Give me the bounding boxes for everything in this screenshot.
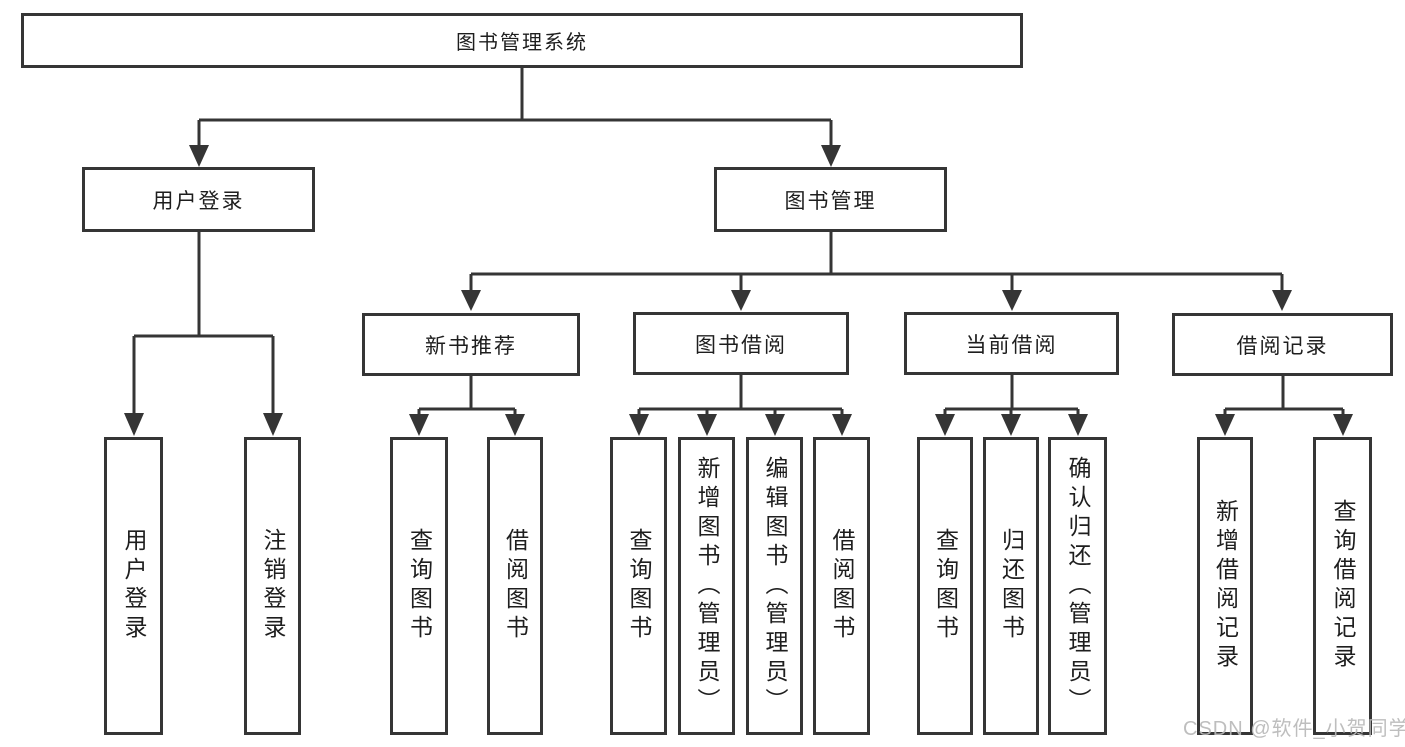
connector-new-book-recommend-to-leaves — [409, 376, 525, 436]
connector-current-borrowing-to-leaves — [935, 375, 1088, 436]
node-label: 新增借阅记录 — [1212, 499, 1239, 673]
leaf-edit-book-admin: 编辑图书（管理员） — [746, 437, 803, 735]
node-label: 用户登录 — [152, 189, 245, 213]
leaf-query-borrow-record: 查询借阅记录 — [1313, 437, 1372, 735]
node-label: 确认归还（管理员） — [1065, 455, 1091, 717]
node-label: 编辑图书（管理员） — [762, 455, 788, 717]
node-label: 借阅图书 — [502, 528, 529, 644]
node-book-management: 图书管理 — [714, 167, 947, 232]
leaf-query-books-borrowing: 查询图书 — [610, 437, 667, 735]
connector-root-to-branches — [189, 68, 841, 167]
leaf-borrow-books-recommend: 借阅图书 — [487, 437, 543, 735]
connector-user-login-to-leaves — [124, 232, 283, 436]
leaf-borrow-books: 借阅图书 — [813, 437, 870, 735]
node-label: 图书管理系统 — [456, 32, 588, 54]
node-label: 注销登录 — [260, 528, 286, 644]
node-label: 用户登录 — [121, 528, 147, 644]
node-label: 新增图书（管理员） — [694, 455, 720, 717]
node-label: 查询借阅记录 — [1330, 499, 1356, 673]
csdn-watermark: CSDN @软件_小贺同学 — [1183, 718, 1405, 740]
node-label: 当前借阅 — [965, 333, 1058, 357]
node-label: 图书借阅 — [695, 333, 787, 357]
leaf-confirm-return-admin: 确认归还（管理员） — [1048, 437, 1107, 735]
leaf-add-borrow-record: 新增借阅记录 — [1197, 437, 1253, 735]
connector-book-management-to-branches — [461, 232, 1292, 311]
node-user-login: 用户登录 — [82, 167, 315, 232]
node-label: 查询图书 — [626, 528, 652, 644]
leaf-query-books-recommend: 查询图书 — [390, 437, 448, 735]
connector-borrow-records-to-leaves — [1215, 376, 1353, 436]
node-label: 图书管理 — [784, 189, 877, 213]
leaf-user-login: 用户登录 — [104, 437, 163, 735]
node-label: 查询图书 — [932, 528, 959, 644]
node-book-borrowing: 图书借阅 — [633, 312, 849, 375]
node-current-borrowing: 当前借阅 — [904, 312, 1119, 375]
node-label: 借阅记录 — [1236, 334, 1329, 358]
node-label: 查询图书 — [406, 528, 433, 644]
node-new-book-recommend: 新书推荐 — [362, 313, 580, 376]
leaf-logout: 注销登录 — [244, 437, 301, 735]
node-label: 归还图书 — [998, 528, 1025, 644]
leaf-add-book-admin: 新增图书（管理员） — [678, 437, 735, 735]
leaf-query-books-current: 查询图书 — [917, 437, 973, 735]
leaf-return-books: 归还图书 — [983, 437, 1039, 735]
connector-book-borrowing-to-leaves — [629, 375, 852, 436]
node-library-system: 图书管理系统 — [21, 13, 1023, 68]
node-label: 新书推荐 — [425, 334, 517, 358]
node-label: 借阅图书 — [829, 528, 855, 644]
node-borrow-records: 借阅记录 — [1172, 313, 1393, 376]
